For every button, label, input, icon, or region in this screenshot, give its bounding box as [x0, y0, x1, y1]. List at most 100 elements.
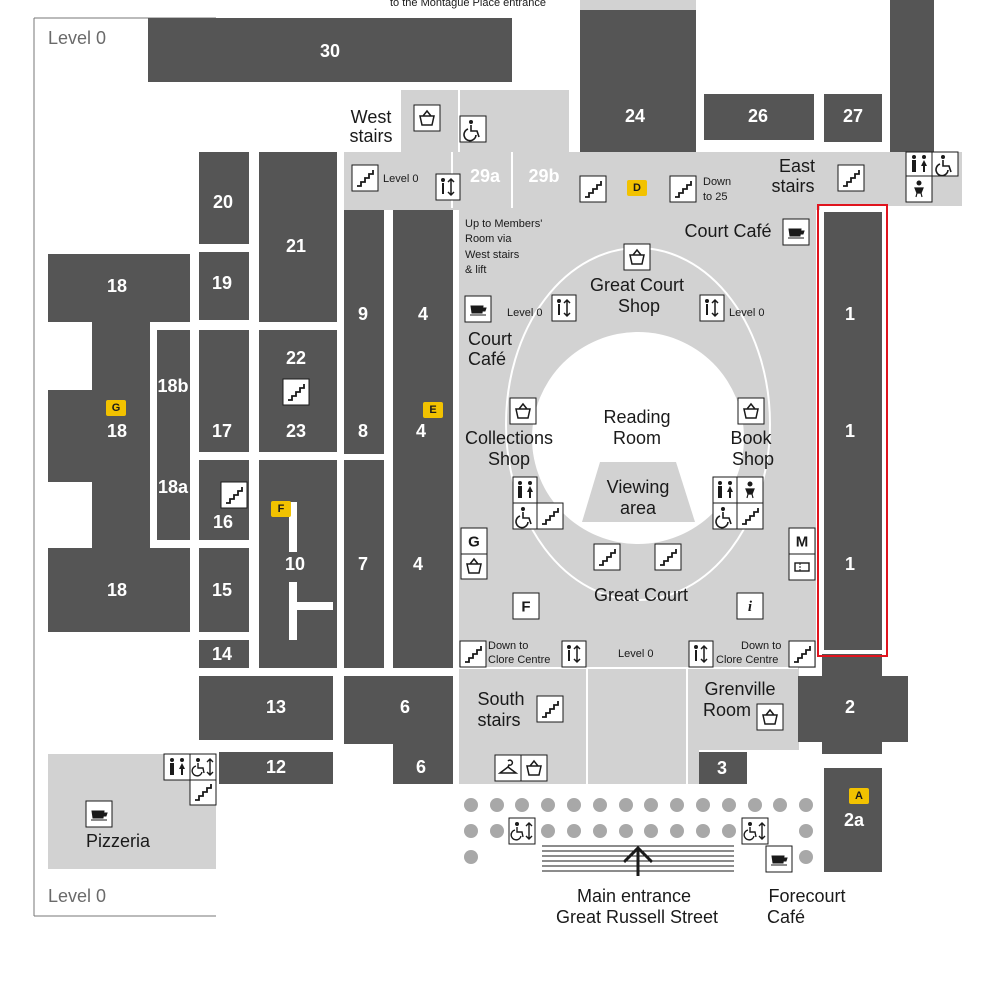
stairs-icon[interactable] — [536, 502, 564, 530]
shop-basket-icon[interactable] — [413, 104, 441, 132]
room-3[interactable]: 3 — [717, 758, 727, 778]
baby-change-icon[interactable] — [736, 476, 764, 504]
room-7[interactable]: 7 — [358, 554, 368, 574]
stairs-icon[interactable] — [536, 695, 564, 723]
stairs-icon[interactable] — [736, 502, 764, 530]
cafe-cup-icon[interactable] — [782, 218, 810, 246]
stairs-icon[interactable] — [459, 640, 487, 668]
room-2a[interactable]: 2a — [844, 810, 865, 830]
wheelchair-icon[interactable] — [712, 502, 738, 530]
room-18-top[interactable]: 18 — [107, 276, 127, 296]
room-29a[interactable]: 29a — [470, 166, 501, 186]
room-4-top[interactable]: 4 — [418, 304, 428, 324]
room-9[interactable]: 9 — [358, 304, 368, 324]
room-16[interactable]: 16 — [213, 512, 233, 532]
room-18b[interactable]: 18b — [157, 376, 188, 396]
facility-G-box[interactable]: G — [460, 527, 488, 555]
down-to-25-note-1: Down — [703, 176, 731, 188]
cafe-cup-icon[interactable] — [85, 800, 113, 828]
facility-F-box[interactable]: F — [512, 592, 540, 620]
shop-basket-icon[interactable] — [737, 397, 765, 425]
lift-icon[interactable] — [688, 640, 714, 668]
shop-basket-icon[interactable] — [509, 397, 537, 425]
room-1-mid[interactable]: 1 — [845, 421, 855, 441]
shop-basket-icon[interactable] — [520, 754, 548, 782]
cloakroom-hanger-icon[interactable] — [494, 754, 522, 782]
toilets-icon[interactable] — [905, 151, 933, 177]
room-18-mid[interactable]: 18 — [107, 421, 127, 441]
room-6-a[interactable]: 6 — [400, 697, 410, 717]
tag-F[interactable]: F — [278, 503, 285, 515]
lift-icon[interactable] — [551, 294, 577, 322]
toilets-icon[interactable] — [163, 753, 191, 781]
cafe-cup-icon[interactable] — [464, 295, 492, 323]
baby-change-icon[interactable] — [905, 175, 933, 203]
room-6-b[interactable]: 6 — [416, 757, 426, 777]
room-20[interactable]: 20 — [213, 192, 233, 212]
stairs-icon[interactable] — [579, 175, 607, 203]
accessible-lift-icon[interactable] — [508, 817, 536, 845]
stairs-icon[interactable] — [282, 378, 310, 406]
room-26[interactable]: 26 — [748, 106, 768, 126]
shop-basket-icon[interactable] — [623, 243, 651, 271]
facility-M-box[interactable]: M — [788, 527, 816, 555]
room-18a[interactable]: 18a — [158, 477, 189, 497]
ticket-icon[interactable] — [788, 553, 816, 581]
area-labels: West stairs East stairs Court Café Great… — [86, 107, 846, 927]
stairs-icon[interactable] — [351, 164, 379, 192]
svg-text:M: M — [796, 534, 809, 551]
lift-icon[interactable] — [435, 173, 461, 201]
room-23[interactable]: 23 — [286, 421, 306, 441]
room-15[interactable]: 15 — [212, 580, 232, 600]
room-18-bottom[interactable]: 18 — [107, 580, 127, 600]
room-27[interactable]: 27 — [843, 106, 863, 126]
stairs-icon[interactable] — [593, 543, 621, 571]
room-21[interactable]: 21 — [286, 236, 306, 256]
tag-A[interactable]: A — [855, 790, 863, 802]
room-30[interactable]: 30 — [320, 41, 340, 61]
room-10[interactable]: 10 — [285, 554, 305, 574]
shop-basket-icon[interactable] — [460, 552, 488, 580]
shop-basket-icon[interactable] — [756, 703, 784, 731]
tag-D[interactable]: D — [633, 182, 641, 194]
info-icon[interactable]: i — [736, 592, 764, 620]
accessible-lift-icon[interactable] — [189, 753, 217, 781]
stairs-icon[interactable] — [669, 175, 697, 203]
stairs-icon[interactable] — [220, 481, 248, 509]
wheelchair-icon[interactable] — [459, 115, 487, 143]
room-19[interactable]: 19 — [212, 273, 232, 293]
tag-G[interactable]: G — [112, 402, 121, 414]
east-stairs-label: East — [779, 156, 815, 176]
lift-icon[interactable] — [561, 640, 587, 668]
room-4-bottom[interactable]: 4 — [413, 554, 423, 574]
room-12[interactable]: 12 — [266, 757, 286, 777]
wheelchair-icon[interactable] — [931, 151, 959, 177]
room-17[interactable]: 17 — [212, 421, 232, 441]
room-8[interactable]: 8 — [358, 421, 368, 441]
reading-room-label-2: Room — [613, 428, 661, 448]
toilets-icon[interactable] — [512, 476, 538, 504]
accessible-lift-icon[interactable] — [741, 817, 769, 845]
toilets-icon[interactable] — [712, 476, 738, 504]
cafe-cup-icon[interactable] — [765, 845, 793, 873]
tag-E[interactable]: E — [429, 404, 436, 416]
room-24[interactable]: 24 — [625, 106, 645, 126]
stairs-icon[interactable] — [837, 164, 865, 192]
room-1-top[interactable]: 1 — [845, 304, 855, 324]
room-1-bottom[interactable]: 1 — [845, 554, 855, 574]
wheelchair-icon[interactable] — [512, 502, 538, 530]
room-14[interactable]: 14 — [212, 644, 232, 664]
room-4-mid[interactable]: 4 — [416, 421, 426, 441]
lift-icon[interactable] — [699, 294, 725, 322]
room-2[interactable]: 2 — [845, 697, 855, 717]
south-stairs-label-2: stairs — [477, 710, 520, 730]
stairs-icon[interactable] — [189, 778, 217, 806]
room-29b[interactable]: 29b — [528, 166, 559, 186]
stairs-icon[interactable] — [654, 543, 682, 571]
stairs-icons — [189, 164, 865, 806]
room-22[interactable]: 22 — [286, 348, 306, 368]
level-label-bottom: Level 0 — [48, 886, 106, 906]
stairs-icon[interactable] — [788, 640, 816, 668]
room-13[interactable]: 13 — [266, 697, 286, 717]
svg-text:G: G — [468, 534, 480, 551]
